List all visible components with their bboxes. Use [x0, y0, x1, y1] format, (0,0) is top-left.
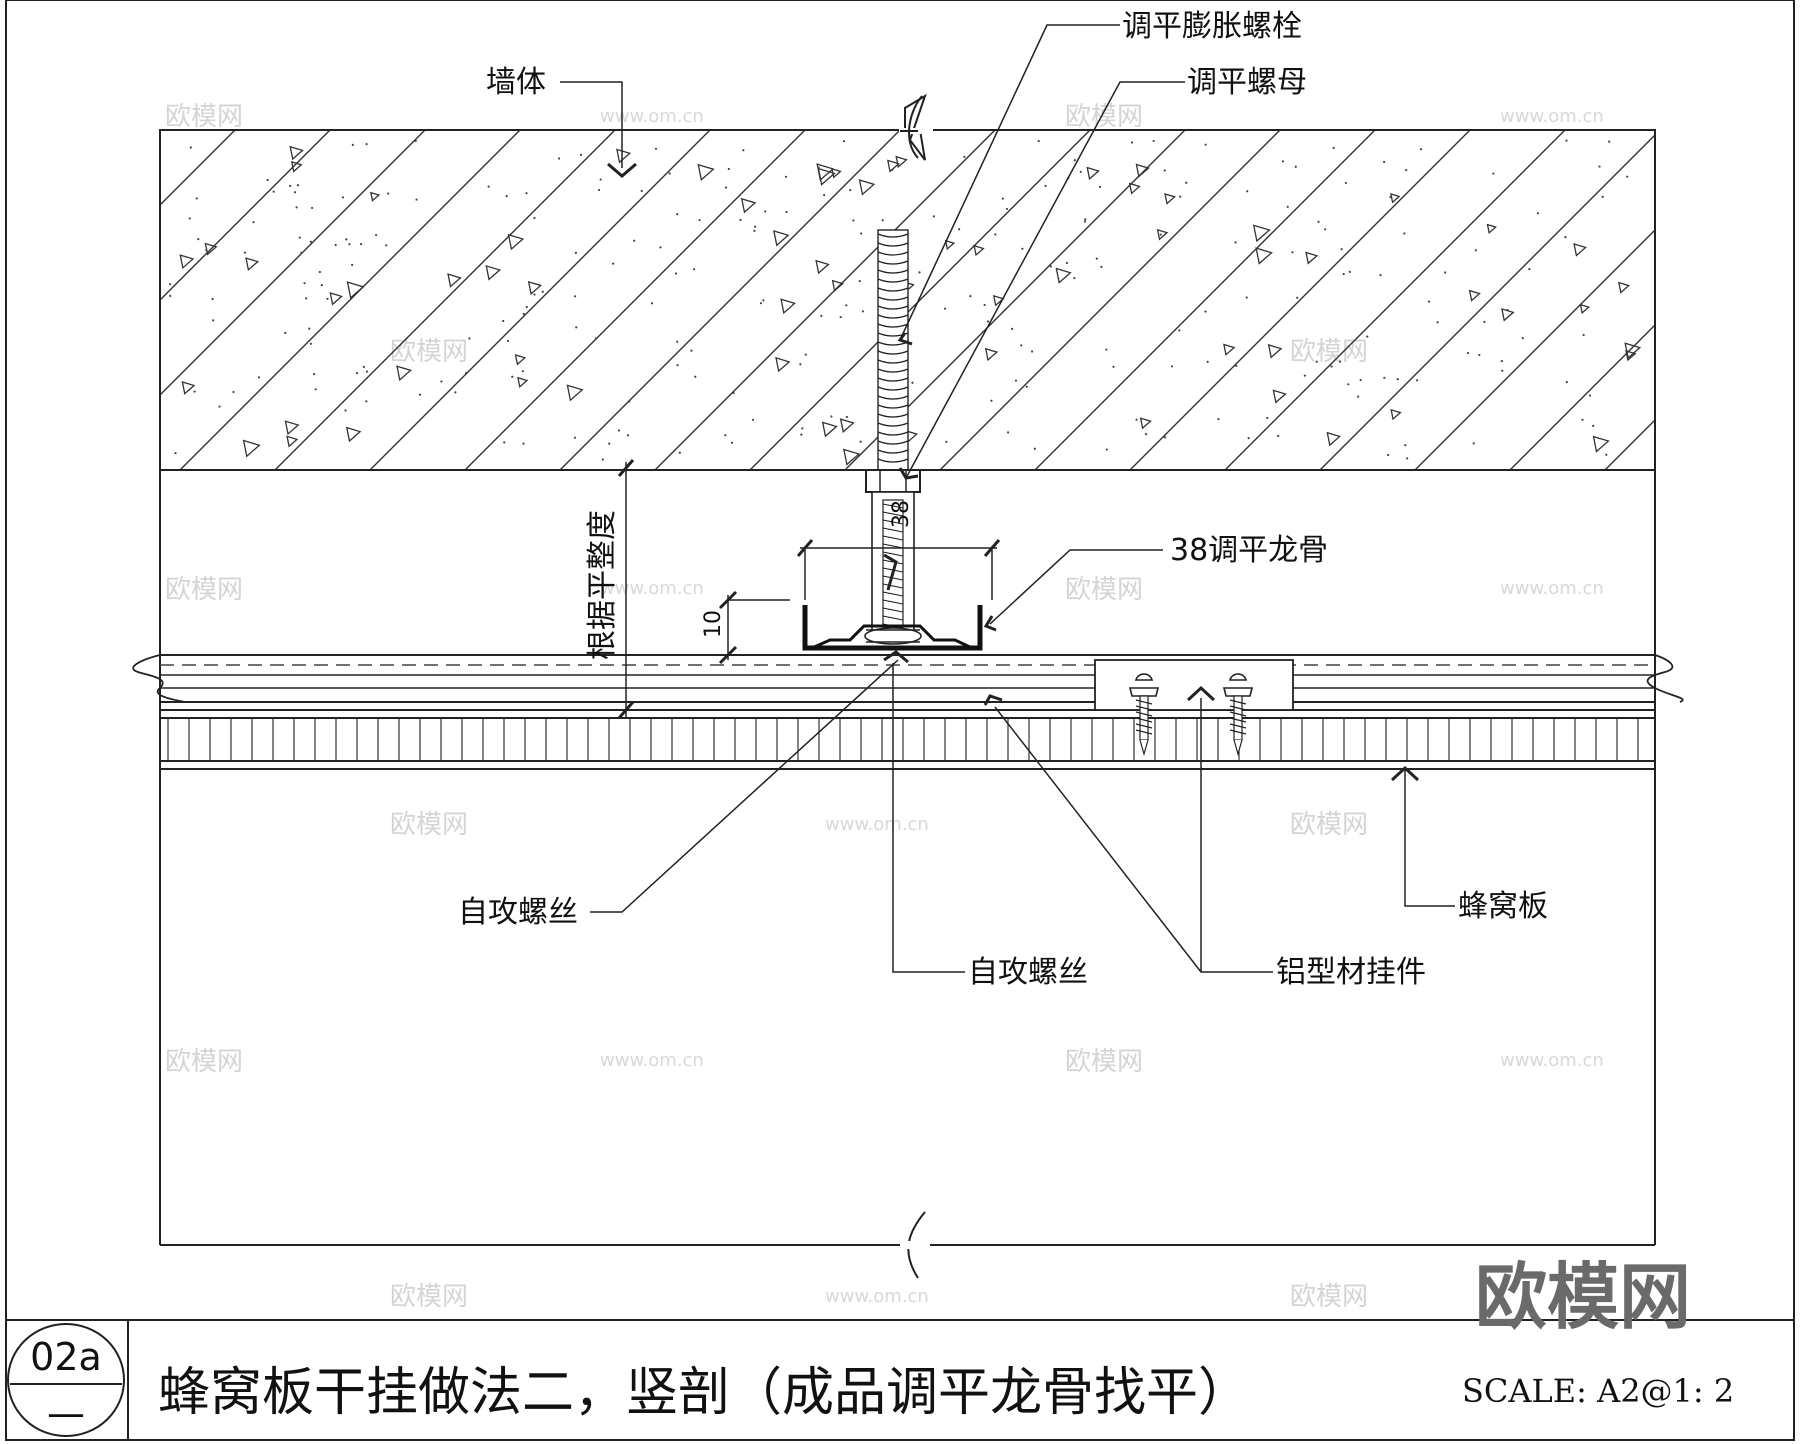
watermarks: 欧模网 www.om.cn 欧模网 www.om.cn 欧模网 欧模网 欧模网 …	[165, 102, 1604, 1312]
self-tapping-screw-right-2	[1222, 673, 1254, 757]
label-leveling-bolt: 调平膨胀螺栓	[1122, 9, 1302, 44]
svg-text:欧模网: 欧模网	[1290, 337, 1368, 367]
svg-text:欧模网: 欧模网	[165, 102, 243, 132]
svg-text:欧模网: 欧模网	[1065, 102, 1143, 132]
svg-text:欧模网: 欧模网	[390, 810, 468, 840]
svg-text:www.om.cn: www.om.cn	[1500, 106, 1604, 127]
flatness-label: 根据平整度	[585, 510, 620, 660]
dim-38-label: 38	[889, 500, 914, 528]
leader-lines	[560, 24, 1455, 973]
svg-text:欧模网: 欧模网	[165, 575, 243, 605]
svg-text:www.om.cn: www.om.cn	[1500, 1050, 1604, 1071]
svg-text:欧模网: 欧模网	[1290, 1282, 1368, 1312]
drawing-code-line: —	[47, 1391, 85, 1435]
svg-text:欧模网: 欧模网	[1290, 810, 1368, 840]
label-self-tapping-screw-center: 自攻螺丝	[968, 955, 1088, 990]
dimension-10	[718, 590, 790, 665]
break-line-top	[904, 93, 927, 161]
drawing-title: 蜂窝板干挂做法二，竖剖（成品调平龙骨找平）	[158, 1363, 1250, 1423]
self-tapping-screw-right-1	[1128, 673, 1160, 757]
label-leveling-nut: 调平螺母	[1187, 65, 1307, 100]
brand-logo: 欧模网	[1475, 1255, 1691, 1339]
label-wall: 墙体	[486, 65, 546, 100]
svg-text:欧模网: 欧模网	[1065, 1047, 1143, 1077]
drawing-scale: SCALE: A2@1: 2	[1462, 1372, 1734, 1410]
dimension-38	[796, 539, 1001, 600]
aluminum-hanger-block	[1094, 659, 1294, 757]
label-aluminum-hanger: 铝型材挂件	[1276, 955, 1426, 990]
svg-text:欧模网: 欧模网	[165, 1047, 243, 1077]
title-block: 02a — 蜂窝板干挂做法二，竖剖（成品调平龙骨找平） SCALE: A2@1:…	[7, 1323, 1734, 1437]
panel-layers	[132, 654, 1684, 703]
svg-text:www.om.cn: www.om.cn	[600, 106, 704, 127]
label-self-tapping-screw-left: 自攻螺丝	[458, 895, 578, 930]
dimension-flatness	[617, 459, 635, 719]
drawing-frame	[5, 0, 1795, 1441]
leveling-keel-channel	[802, 605, 983, 651]
svg-text:www.om.cn: www.om.cn	[825, 814, 929, 835]
label-leveling-keel: 38调平龙骨	[1170, 533, 1328, 568]
dim-10-label: 10	[701, 610, 726, 638]
svg-text:欧模网: 欧模网	[1065, 575, 1143, 605]
svg-text:www.om.cn: www.om.cn	[825, 1286, 929, 1307]
svg-text:欧模网: 欧模网	[390, 1282, 468, 1312]
svg-text:欧模网: 欧模网	[390, 337, 468, 367]
label-honeycomb-panel: 蜂窝板	[1458, 889, 1548, 924]
svg-text:www.om.cn: www.om.cn	[1500, 578, 1604, 599]
leveling-nut	[865, 469, 921, 493]
honeycomb-panel	[159, 709, 1656, 770]
drawing-code: 02a	[30, 1335, 102, 1379]
leveling-expansion-bolt	[865, 229, 921, 641]
svg-text:www.om.cn: www.om.cn	[600, 1050, 704, 1071]
